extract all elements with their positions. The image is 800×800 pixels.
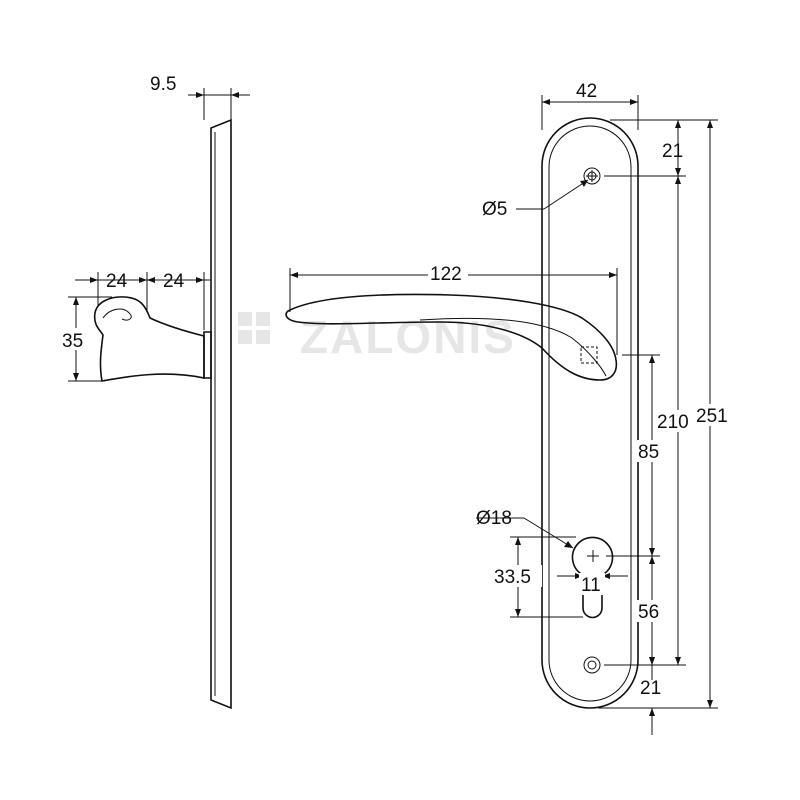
watermark-logo: ZALONIS bbox=[238, 311, 516, 363]
dim-plate-width: 42 bbox=[576, 81, 597, 102]
side-view: 9.5 24 24 35 bbox=[58, 74, 250, 710]
watermark-text: ZALONIS bbox=[300, 311, 516, 363]
cylinder-cutout bbox=[571, 536, 614, 619]
dim-cylinder-to-bottom-hole: 56 bbox=[638, 602, 659, 623]
dim-lever-to-cylinder: 85 bbox=[638, 442, 659, 463]
backplate-inner bbox=[548, 125, 632, 702]
dim-cylinder-height: 33.5 bbox=[494, 567, 531, 588]
side-plate-outline bbox=[210, 118, 232, 710]
bottom-screw-hole-icon bbox=[583, 656, 601, 674]
top-screw-hole-icon bbox=[583, 167, 601, 185]
dim-top-hole-diameter: Ø5 bbox=[482, 199, 507, 220]
backplate-outer bbox=[541, 117, 639, 709]
dim-handle-offset-b: 24 bbox=[163, 271, 185, 292]
dim-handle-offset-a: 24 bbox=[106, 271, 128, 292]
dim-cylinder-width: 11 bbox=[581, 575, 601, 596]
dim-bottom-hole-offset: 21 bbox=[640, 678, 661, 699]
dim-top-hole-offset: 21 bbox=[662, 141, 683, 162]
dim-handle-height: 35 bbox=[62, 331, 83, 352]
dim-lever-length: 122 bbox=[430, 264, 462, 285]
dim-total-height: 251 bbox=[696, 406, 728, 427]
dim-cylinder-diameter: Ø18 bbox=[476, 508, 512, 529]
lever-handle bbox=[285, 293, 618, 381]
dim-plate-thickness: 9.5 bbox=[150, 74, 176, 95]
side-handle-profile bbox=[93, 296, 205, 382]
side-handle-neck bbox=[203, 331, 212, 379]
front-view: 42 21 210 251 Ø5 122 bbox=[285, 81, 733, 735]
dim-hole-spacing: 210 bbox=[657, 412, 689, 433]
